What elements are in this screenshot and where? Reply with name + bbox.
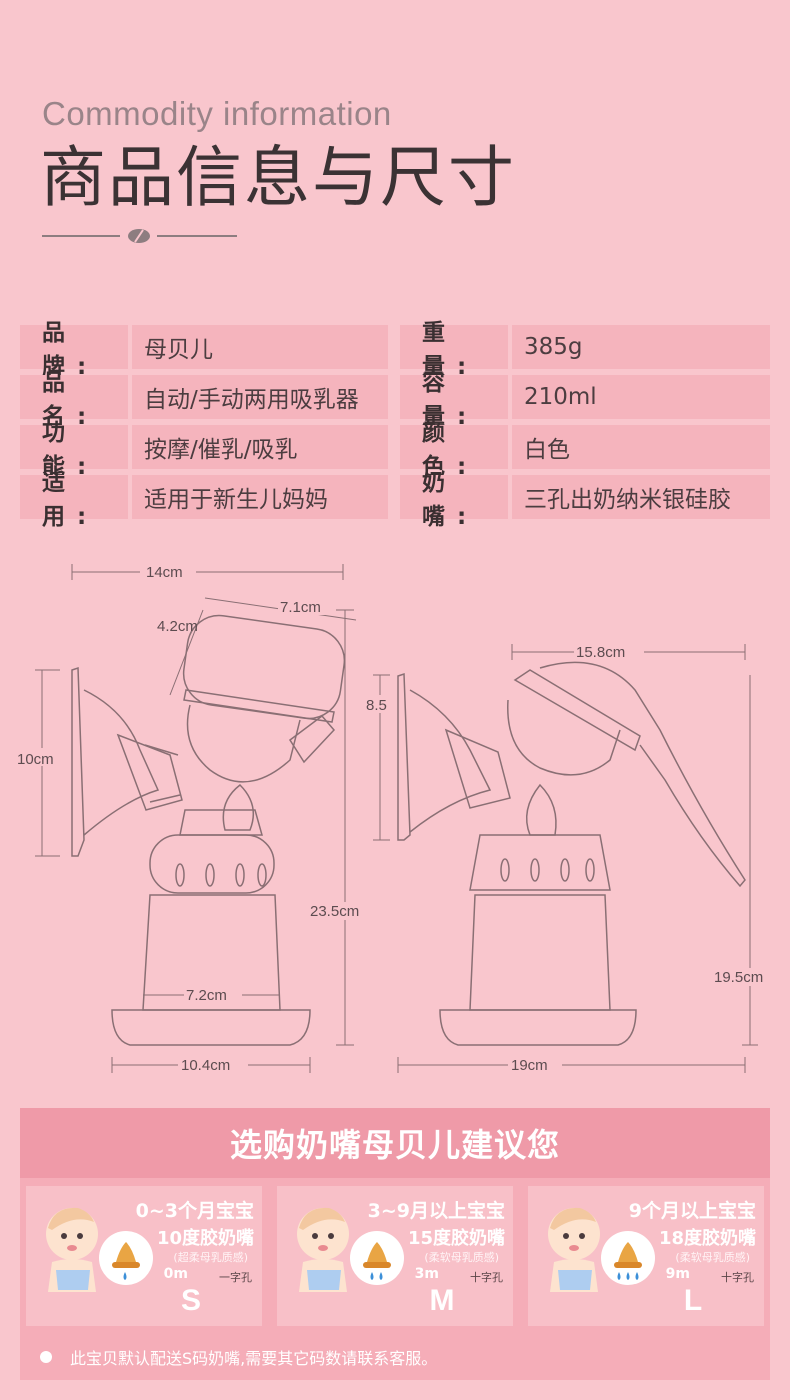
spec-value-function: 按摩/催乳/吸乳 [132, 425, 388, 469]
recommend-type: 18度胶奶嘴 [658, 1228, 756, 1249]
spec-value-color: 白色 [512, 425, 770, 469]
recommend-hole: 十字孔 [721, 1271, 754, 1284]
electric-pump-drawing [71, 614, 346, 1046]
spec-row: 适 用: 适用于新生儿妈妈 奶 嘴: 三孔出奶纳米银硅胶 [20, 470, 770, 530]
recommend-footer: 此宝贝默认配送S码奶嘴,需要其它码数请联系客服。 [20, 1334, 770, 1380]
recommend-note: (超柔母乳质感) [173, 1251, 248, 1264]
recommend-month: 0m [163, 1266, 188, 1282]
recommend-type: 15度胶奶嘴 [407, 1228, 505, 1249]
spec-label-brand: 品 牌: [20, 320, 128, 380]
spec-row: 品 牌: 母贝儿 重 量: 385g [20, 320, 770, 380]
recommend-size: M [429, 1284, 455, 1317]
coffee-bean-icon [128, 229, 150, 243]
spec-value-nipple: 三孔出奶纳米银硅胶 [512, 475, 770, 519]
dim-motor-width: 7.1cm [280, 599, 321, 616]
spec-row: 品 名: 自动/手动两用吸乳器 容 量: 210ml [20, 370, 770, 430]
spec-value-usage: 适用于新生儿妈妈 [132, 475, 388, 519]
recommend-size: L [683, 1284, 703, 1317]
recommend-hole: 一字孔 [219, 1271, 252, 1284]
spec-label-color: 颜 色: [400, 420, 508, 480]
recommend-month: 9m [665, 1266, 690, 1282]
spec-label-function: 功 能: [20, 420, 128, 480]
recommend-panel-s: 0~3个月宝宝 10度胶奶嘴 (超柔母乳质感) 0m 一字孔 S [26, 1186, 262, 1326]
recommend-panel-l: 9个月以上宝宝 18度胶奶嘴 (柔软母乳质感) 9m 十字孔 L [528, 1186, 764, 1326]
nipple-icon [350, 1231, 404, 1285]
header-divider [42, 228, 237, 244]
dim-base-width: 10.4cm [181, 1057, 230, 1074]
dim-cap-height: 8.5 [366, 697, 387, 714]
spec-value-name: 自动/手动两用吸乳器 [132, 375, 388, 419]
recommend-type: 10度胶奶嘴 [156, 1228, 254, 1249]
nipple-icon [601, 1231, 655, 1285]
baby-icon [46, 1207, 98, 1292]
recommend-size: S [180, 1284, 201, 1317]
recommend-age: 0~3个月宝宝 [135, 1200, 254, 1222]
nipple-recommendation: 选购奶嘴母贝儿建议您 0~3个月宝宝 10度胶奶嘴 (超柔母乳质感) 0m 一字… [20, 1108, 770, 1380]
spec-label-usage: 适 用: [20, 470, 128, 530]
dim-manual-height: 19.5cm [714, 969, 763, 986]
recommend-title: 选购奶嘴母贝儿建议您 [20, 1108, 770, 1178]
recommend-footer-text: 此宝贝默认配送S码奶嘴,需要其它码数请联系客服。 [70, 1349, 438, 1368]
spec-row: 功 能: 按摩/催乳/吸乳 颜 色: 白色 [20, 420, 770, 480]
header-title-en: Commodity information [42, 95, 392, 132]
recommend-hole: 十字孔 [470, 1271, 503, 1284]
recommend-age: 3~9月以上宝宝 [367, 1200, 505, 1222]
dimension-diagram: 14cm 7.1cm 4.2cm 10cm 23.5cm 7.2cm 10.4c… [16, 562, 774, 1074]
recommend-age: 9个月以上宝宝 [628, 1200, 756, 1222]
dim-funnel-height: 10cm [17, 751, 54, 768]
header-title-cn: 商品信息与尺寸 [40, 139, 516, 216]
bullet-icon [40, 1351, 52, 1363]
manual-pump-drawing [397, 661, 746, 1046]
dim-manual-width: 19cm [511, 1057, 548, 1074]
dim-bottle-width: 7.2cm [186, 987, 227, 1004]
baby-icon [548, 1207, 600, 1292]
spec-label-capacity: 容 量: [400, 370, 508, 430]
spec-value-brand: 母贝儿 [132, 325, 388, 369]
dim-total-height: 23.5cm [310, 903, 359, 920]
recommend-note: (柔软母乳质感) [424, 1251, 499, 1264]
spec-value-weight: 385g [512, 325, 770, 369]
dim-motor-height: 4.2cm [157, 618, 198, 635]
recommend-month: 3m [414, 1266, 439, 1282]
spec-value-capacity: 210ml [512, 375, 770, 419]
recommend-note: (柔软母乳质感) [675, 1251, 750, 1264]
dim-electric-width: 14cm [146, 564, 183, 581]
dim-handle-width: 15.8cm [576, 644, 625, 661]
nipple-icon [99, 1231, 153, 1285]
spec-label-nipple: 奶 嘴: [400, 470, 508, 530]
recommend-panel-m: 3~9月以上宝宝 15度胶奶嘴 (柔软母乳质感) 3m 十字孔 M [277, 1186, 513, 1326]
baby-icon [297, 1207, 349, 1292]
